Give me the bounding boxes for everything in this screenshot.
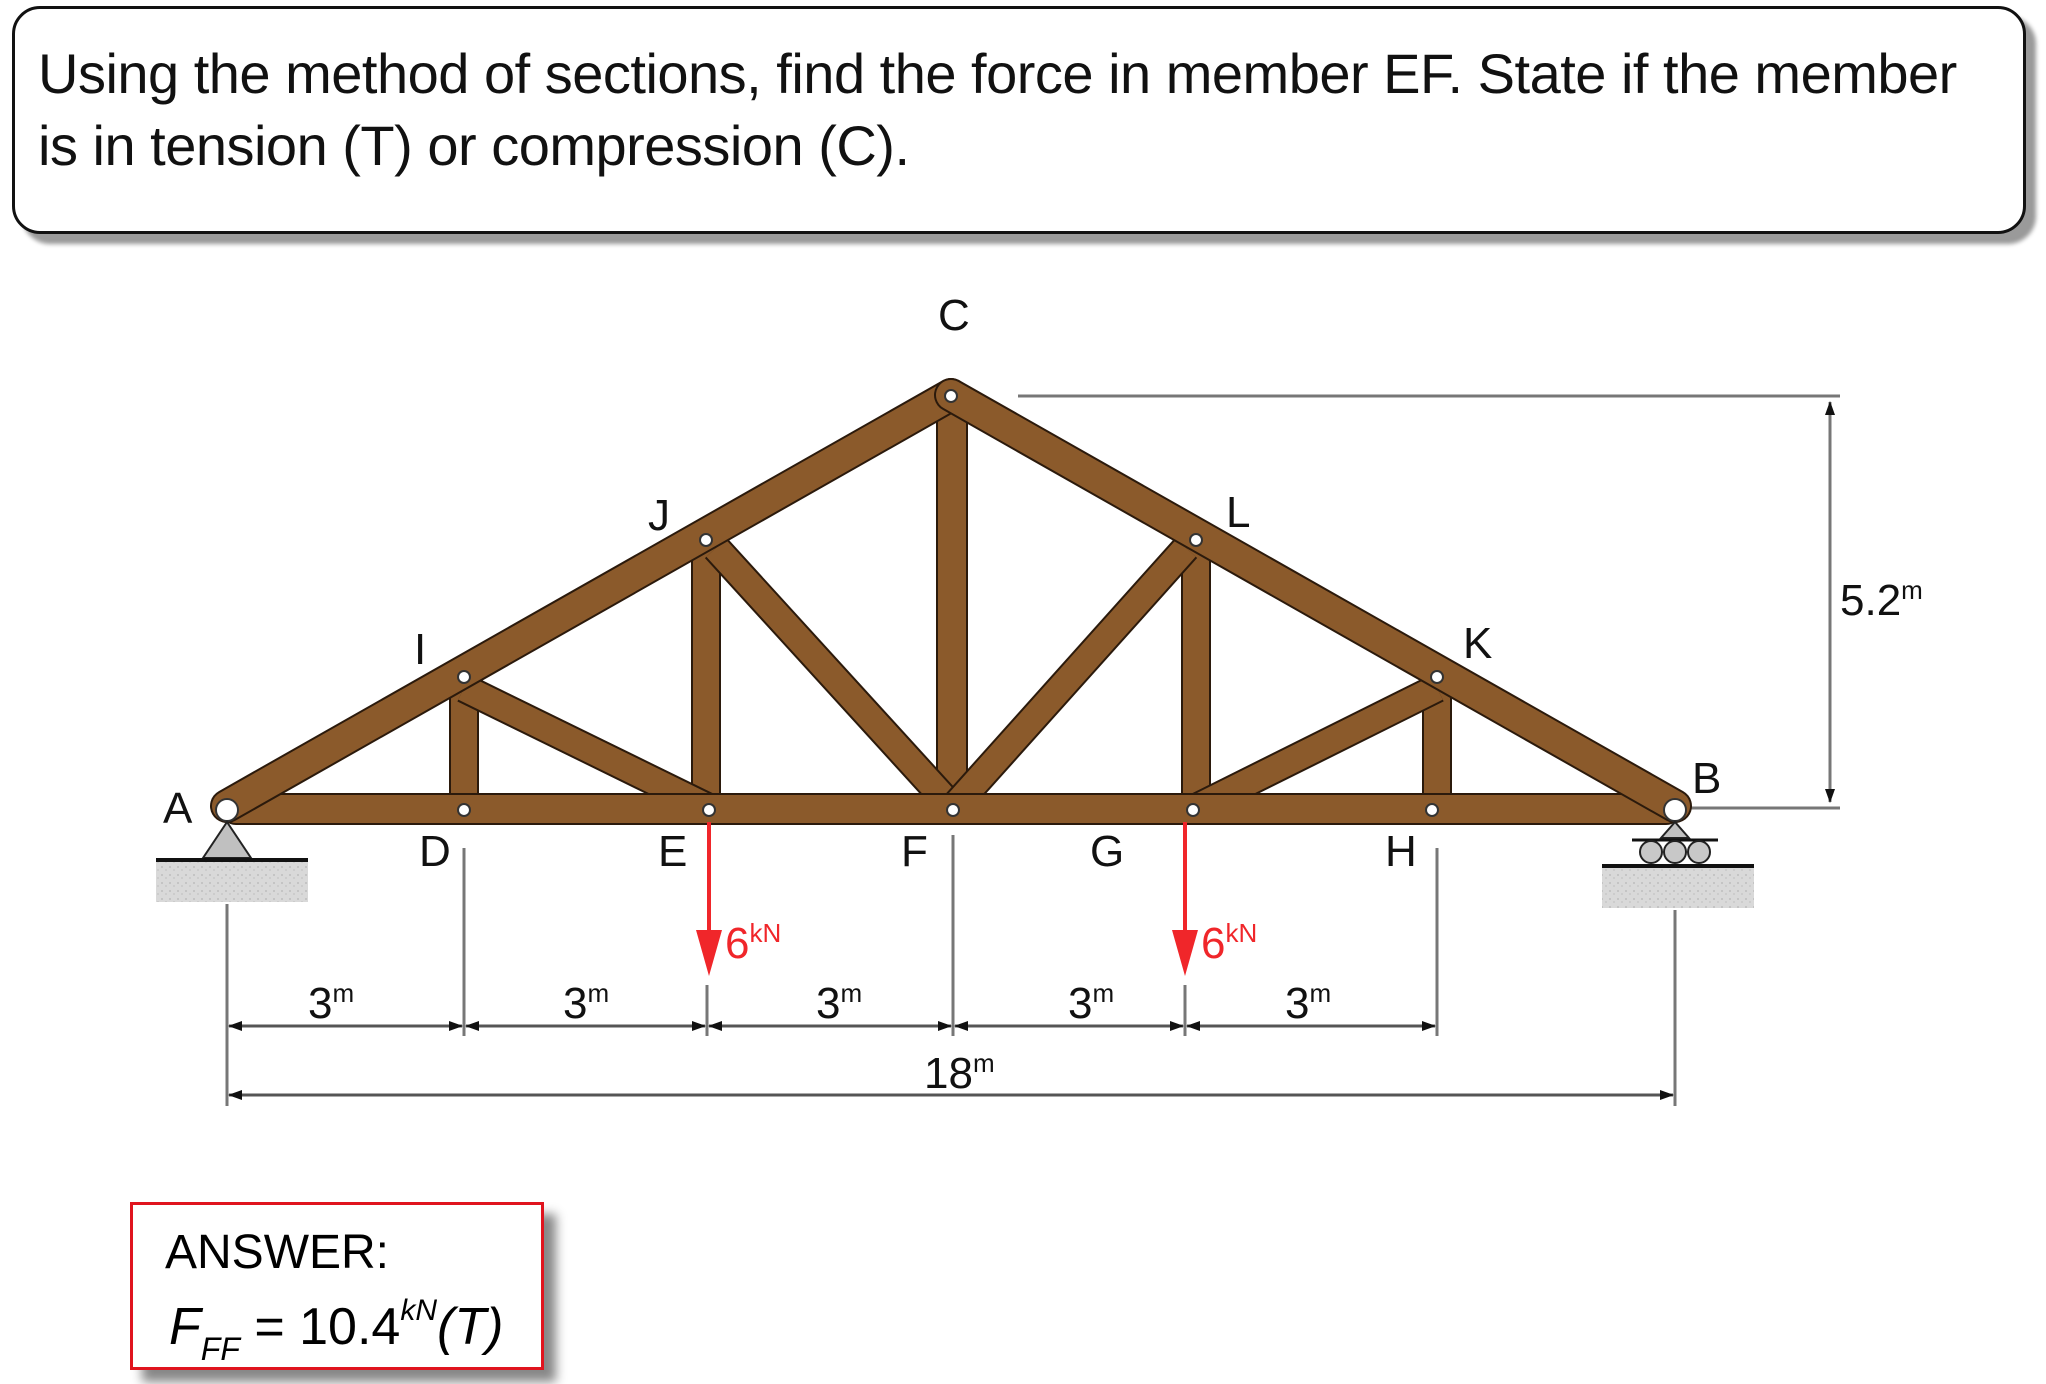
joint-label-E: E xyxy=(658,827,687,876)
pin-L xyxy=(1189,533,1203,547)
dimension-extension-lines xyxy=(225,835,1677,1106)
load-arrow-G xyxy=(1172,822,1198,976)
pin-D xyxy=(457,803,471,817)
roller-support-icon xyxy=(1602,820,1754,908)
pin-J xyxy=(699,533,713,547)
joint-label-H: H xyxy=(1385,827,1417,876)
joint-label-A: A xyxy=(163,784,193,833)
height-dimension-label: 5.2m xyxy=(1840,575,1923,625)
problem-statement: Using the method of sections, find the f… xyxy=(38,42,1957,177)
joint-label-J: J xyxy=(648,491,670,540)
pin-B xyxy=(1663,798,1687,822)
joint-label-C: C xyxy=(938,291,970,340)
equals-sign: = xyxy=(254,1298,285,1356)
answer-title: ANSWER: xyxy=(165,1226,390,1279)
top-chord-right xyxy=(936,380,1690,821)
answer-equation: FFF = 10.4kN(T) xyxy=(169,1294,504,1367)
panel-dimension-4: 3m xyxy=(1068,978,1114,1028)
pin-G xyxy=(1186,803,1200,817)
member-EJ xyxy=(691,539,721,811)
pin-support-icon xyxy=(156,820,308,902)
joint-label-L: L xyxy=(1226,488,1250,537)
panel-dimension-2: 3m xyxy=(563,978,609,1028)
panel-dimension-5: 3m xyxy=(1285,978,1331,1028)
member-LF xyxy=(943,539,1196,817)
member-GL xyxy=(1181,539,1211,811)
member-KG xyxy=(1190,676,1443,820)
force-state: (T) xyxy=(437,1298,504,1356)
panel-dimension-1: 3m xyxy=(308,978,354,1028)
top-chord-left xyxy=(212,380,966,821)
member-IE xyxy=(458,676,715,820)
joint-pins xyxy=(215,389,1687,822)
force-unit: kN xyxy=(400,1294,438,1327)
panel-dimension-3: 3m xyxy=(816,978,862,1028)
pin-E xyxy=(702,803,716,817)
joint-label-K: K xyxy=(1463,619,1492,668)
joint-label-G: G xyxy=(1090,827,1124,876)
load-label-G: 6kN xyxy=(1201,918,1257,968)
joint-label-I: I xyxy=(414,625,426,674)
truss-members xyxy=(210,378,1692,825)
force-subscript: FF xyxy=(200,1331,240,1367)
pin-A xyxy=(215,798,239,822)
pin-I xyxy=(457,670,471,684)
load-label-E: 6kN xyxy=(725,918,781,968)
answer-box: ANSWER: FFF = 10.4kN(T) xyxy=(130,1202,544,1370)
total-span-label: 18m xyxy=(924,1048,995,1098)
force-symbol: F xyxy=(169,1298,201,1356)
question-box xyxy=(12,6,2026,234)
pin-C xyxy=(944,389,958,403)
pin-H xyxy=(1425,803,1439,817)
joint-label-D: D xyxy=(419,827,451,876)
force-value: 10.4 xyxy=(299,1298,401,1356)
pin-F xyxy=(946,803,960,817)
member-JF xyxy=(706,539,963,817)
pin-K xyxy=(1430,670,1444,684)
joint-label-F: F xyxy=(901,827,928,876)
joint-label-B: B xyxy=(1692,754,1721,803)
load-arrow-E xyxy=(696,822,722,976)
member-FC xyxy=(936,394,968,811)
